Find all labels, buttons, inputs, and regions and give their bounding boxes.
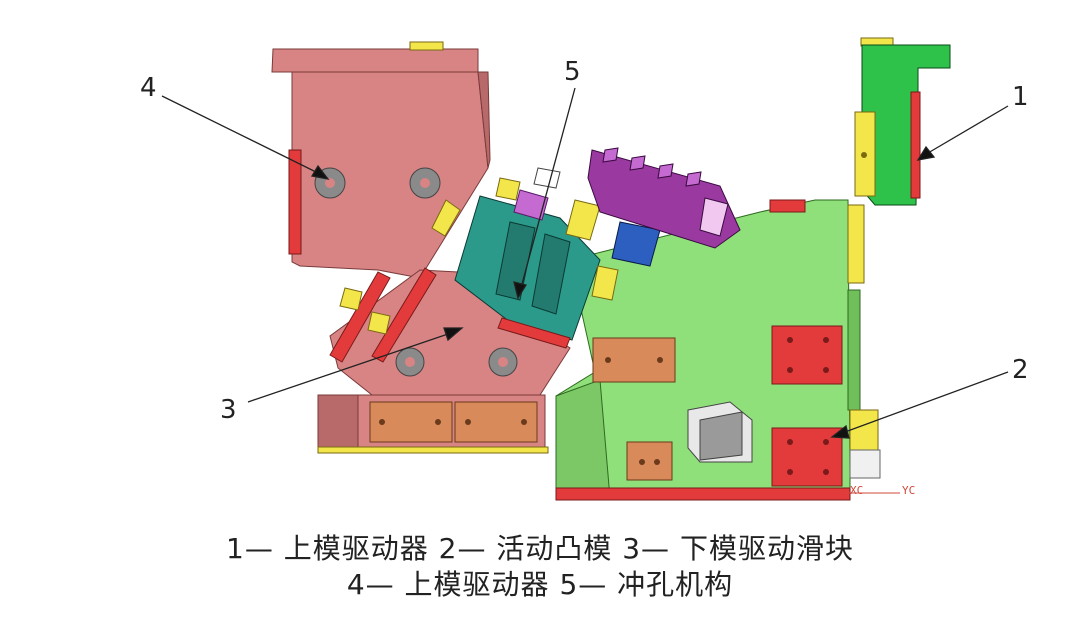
leader-line-1 <box>927 105 1009 154</box>
caption-line-2: 4— 上模驱动器 5— 冲孔机构 <box>346 568 734 601</box>
upper-driver-right <box>854 37 951 206</box>
leader-line-2 <box>844 371 1009 433</box>
arrowhead-5 <box>513 281 528 300</box>
arrowhead-1 <box>916 145 936 161</box>
caption-line-1: 1— 上模驱动器 2— 活动凸模 3— 下模驱动滑块 <box>226 532 854 565</box>
die-body <box>555 199 881 501</box>
arrowhead-3 <box>443 327 464 342</box>
arrowhead-4 <box>310 164 330 180</box>
callout-5: 5 <box>564 57 581 87</box>
callout-1: 1 <box>1012 82 1029 112</box>
leader-lines <box>161 87 1009 439</box>
axis-label-yc: YC <box>902 484 915 497</box>
callout-2: 2 <box>1012 355 1029 385</box>
arrowhead-2 <box>830 424 850 439</box>
punching-mechanism <box>454 167 661 349</box>
callout-4: 4 <box>140 73 157 103</box>
leader-line-3 <box>247 333 449 403</box>
active-punch <box>771 325 843 487</box>
leader-line-4 <box>161 95 317 173</box>
callout-3: 3 <box>220 395 237 425</box>
axis-label-xc: XC <box>850 484 863 497</box>
upper-driver-block <box>271 41 491 279</box>
leader-line-5 <box>521 87 576 285</box>
purple-part <box>587 147 741 249</box>
